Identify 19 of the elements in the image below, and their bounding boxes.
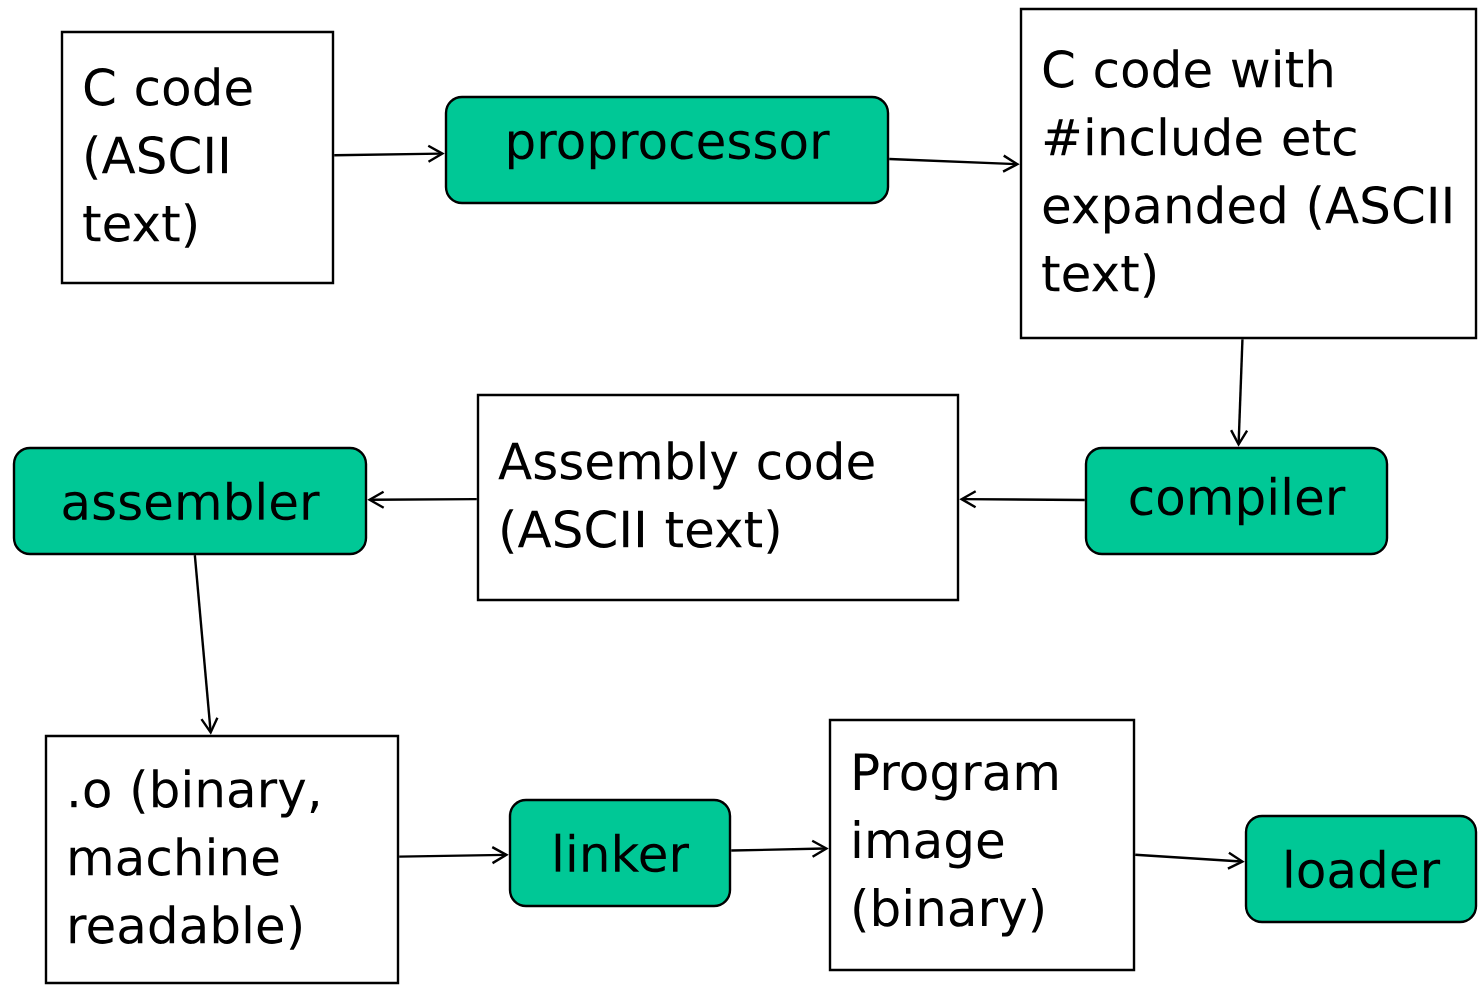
arrow xyxy=(889,154,1020,173)
process-box: assembler xyxy=(12,446,368,556)
arrow xyxy=(731,839,829,858)
process-box: compiler xyxy=(1084,446,1389,556)
arrow xyxy=(959,490,1085,509)
data-box: .o (binary, machine readable) xyxy=(44,734,400,985)
arrow xyxy=(193,555,219,735)
data-box: Assembly code (ASCII text) xyxy=(476,393,960,602)
arrow xyxy=(1230,339,1249,447)
data-box: C code with #include etc expanded (ASCII text) xyxy=(1019,7,1478,340)
process-box: loader xyxy=(1244,814,1478,924)
arrow xyxy=(1135,851,1245,870)
arrow xyxy=(334,144,445,163)
arrow xyxy=(367,490,477,509)
data-box: C code (ASCII text) xyxy=(60,30,335,285)
process-box: proprocessor xyxy=(444,95,890,205)
process-box: linker xyxy=(508,798,732,908)
arrow xyxy=(399,846,509,865)
data-box: Program image (binary) xyxy=(828,718,1136,972)
